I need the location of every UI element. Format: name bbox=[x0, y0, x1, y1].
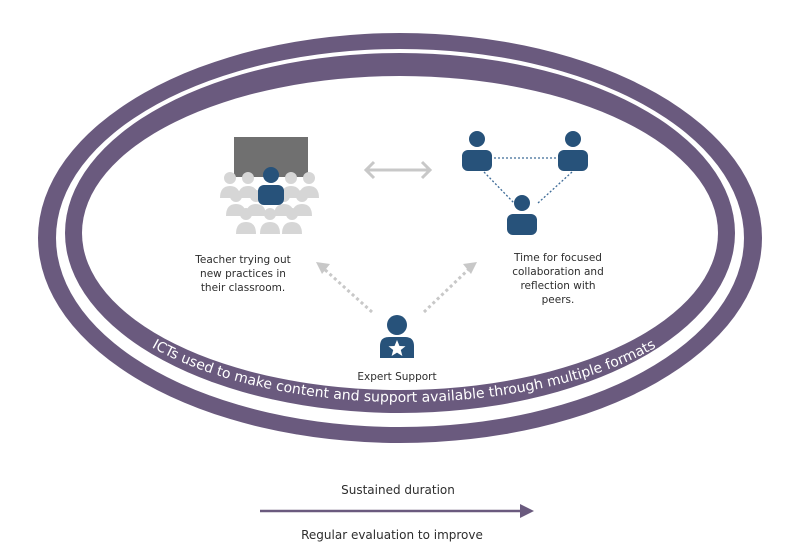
peers-label-line: peers. bbox=[541, 294, 575, 306]
expert-star-icon bbox=[380, 315, 414, 358]
peer-person-icon bbox=[462, 131, 492, 171]
arrow-head-right bbox=[463, 262, 477, 274]
peer-connections bbox=[483, 157, 573, 204]
peers-label-line: reflection with bbox=[520, 280, 596, 292]
timeline-arrow bbox=[260, 504, 534, 518]
peers-label-line: collaboration and bbox=[512, 266, 604, 278]
peer-person-icon bbox=[507, 195, 537, 235]
double-arrow-icon bbox=[363, 160, 433, 180]
expert-label: Expert Support bbox=[357, 371, 437, 383]
evaluation-label: Regular evaluation to improve bbox=[301, 528, 483, 542]
peer-group-icon bbox=[462, 131, 588, 235]
classroom-label-line: new practices in bbox=[200, 268, 286, 280]
classroom-label-line: Teacher trying out bbox=[195, 254, 291, 266]
duration-label: Sustained duration bbox=[341, 483, 455, 497]
classroom-label-line: their classroom. bbox=[200, 282, 286, 294]
peer-person-icon bbox=[558, 131, 588, 171]
peers-label: Time for focused collaboration and refle… bbox=[488, 251, 628, 307]
classroom-label: Teacher trying out new practices in thei… bbox=[178, 253, 308, 295]
teacher-icon bbox=[258, 167, 284, 205]
classroom-icon bbox=[220, 137, 319, 234]
support-arrows bbox=[321, 266, 472, 314]
arrow-head-left bbox=[316, 262, 330, 274]
audience-icons bbox=[220, 172, 319, 234]
peers-label-line: Time for focused bbox=[514, 252, 602, 264]
